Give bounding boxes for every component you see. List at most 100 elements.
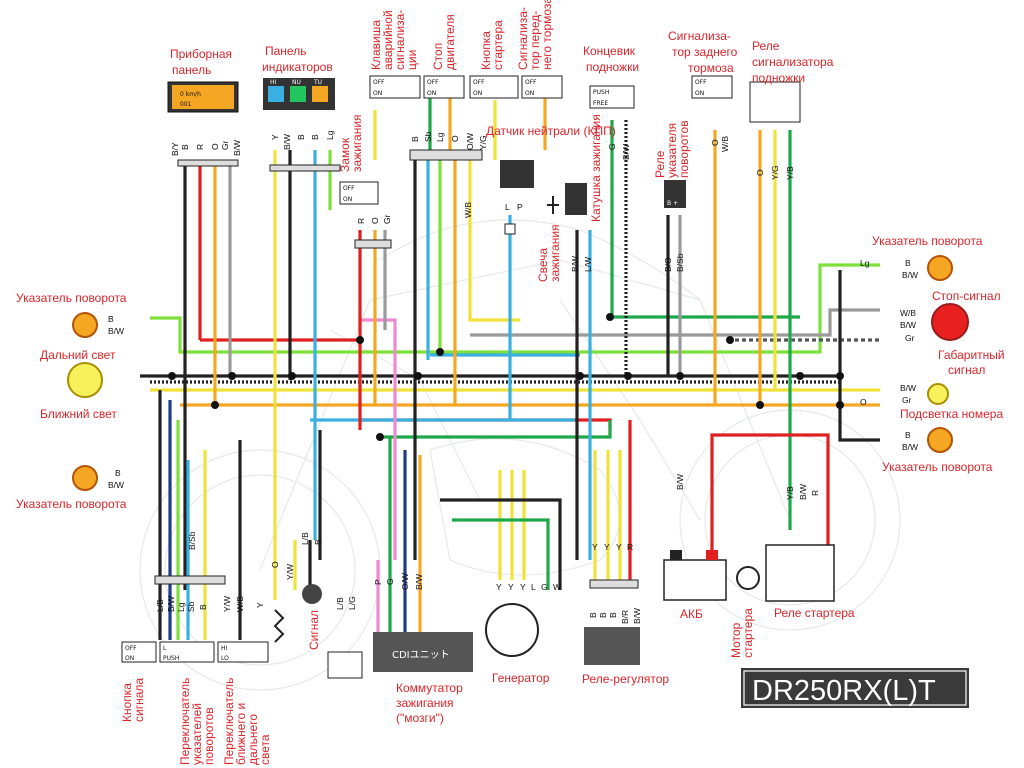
svg-text:Y: Y <box>520 582 526 592</box>
starter-motor-icon <box>736 566 760 590</box>
junctions <box>168 313 844 441</box>
svg-text:W/B: W/B <box>235 596 245 612</box>
lamps <box>67 255 969 491</box>
svg-text:Сигнализа-: Сигнализа- <box>668 29 731 43</box>
svg-text:W: W <box>553 582 561 592</box>
svg-text:Генератор: Генератор <box>492 671 550 685</box>
svg-text:OFF: OFF <box>427 79 439 86</box>
svg-text:W/B: W/B <box>900 308 916 318</box>
svg-text:B/W: B/W <box>900 320 916 330</box>
svg-text:FREE: FREE <box>593 100 608 107</box>
svg-text:OFF: OFF <box>373 79 385 86</box>
svg-text:R: R <box>627 542 633 552</box>
svg-text:P: P <box>373 579 383 585</box>
svg-text:L: L <box>505 202 510 212</box>
svg-text:Реле-регулятор: Реле-регулятор <box>582 672 669 686</box>
svg-text:Дальний свет: Дальний свет <box>40 348 116 362</box>
svg-text:PUSH: PUSH <box>163 655 179 662</box>
svg-text:LO: LO <box>221 655 229 662</box>
svg-text:Мотор: Мотор <box>729 622 743 658</box>
svg-text:B/R: B/R <box>620 610 630 624</box>
svg-text:R: R <box>810 490 820 496</box>
svg-text:Y: Y <box>604 542 610 552</box>
svg-text:Реле: Реле <box>752 39 780 53</box>
svg-text:Кнопка: Кнопка <box>479 31 493 70</box>
svg-text:него тормоза: него тормоза <box>540 0 554 70</box>
svg-text:L: L <box>531 582 536 592</box>
svg-text:двигателя: двигателя <box>443 14 457 70</box>
svg-text:Реле: Реле <box>653 150 667 178</box>
svg-text:указателя: указателя <box>665 123 679 178</box>
svg-text:тор перед-: тор перед- <box>528 11 542 70</box>
svg-text:L: L <box>163 645 167 652</box>
power-components: CDIユニット <box>273 544 835 679</box>
svg-text:B/W: B/W <box>621 144 631 160</box>
svg-text:B/W: B/W <box>166 596 176 612</box>
switch-state-labels: OFF ON OFF ON OFF ON OFF ON OFF ON OFF O… <box>125 79 707 662</box>
svg-text:B/W: B/W <box>414 574 424 590</box>
svg-text:стартера: стартера <box>741 608 755 658</box>
svg-text:B/W: B/W <box>798 484 808 500</box>
svg-text:Gr: Gr <box>382 214 392 224</box>
svg-text:B: B <box>588 612 598 618</box>
svg-text:зажигания: зажигания <box>548 224 562 282</box>
svg-text:указателей: указателей <box>190 703 204 765</box>
svg-text:Коммутатор: Коммутатор <box>396 681 463 695</box>
model-title: DR250RX(L)T <box>741 668 969 708</box>
svg-text:Y: Y <box>616 542 622 552</box>
svg-text:сигнала: сигнала <box>132 678 146 722</box>
svg-text:тор заднего: тор заднего <box>672 45 738 59</box>
svg-text:B/W: B/W <box>108 326 124 336</box>
svg-text:ближнего и: ближнего и <box>234 703 248 765</box>
svg-text:B/W: B/W <box>900 383 916 393</box>
svg-text:тормоза: тормоза <box>688 61 734 75</box>
svg-text:Указатель поворота: Указатель поворота <box>16 291 127 305</box>
svg-text:B: B <box>608 612 618 618</box>
svg-text:Y: Y <box>508 582 514 592</box>
svg-text:O: O <box>210 143 220 150</box>
svg-text:B: B <box>410 136 420 142</box>
svg-text:Lg: Lg <box>860 258 870 268</box>
svg-text:Подсветка номера: Подсветка номера <box>900 407 1003 421</box>
svg-text:Концевик: Концевик <box>583 44 636 58</box>
svg-text:Указатель поворота: Указатель поворота <box>872 234 983 248</box>
svg-text:B/W: B/W <box>232 140 242 156</box>
svg-text:Gr: Gr <box>905 333 915 343</box>
svg-text:B: B <box>296 134 306 140</box>
svg-text:ON: ON <box>125 655 134 662</box>
svg-text:Y: Y <box>255 602 265 608</box>
svg-text:B/W: B/W <box>632 608 642 624</box>
svg-text:поворотов: поворотов <box>202 707 216 765</box>
svg-text:B: B <box>313 539 323 545</box>
svg-text:Переключатель: Переключатель <box>178 678 192 765</box>
svg-text:B: B <box>115 468 121 478</box>
svg-text:Указатель поворота: Указатель поворота <box>16 497 127 511</box>
svg-text:Переключатель: Переключатель <box>222 678 236 765</box>
svg-text:Клавиша: Клавиша <box>369 20 383 70</box>
turn-signal-front-left-icon <box>72 312 98 338</box>
svg-text:Сигнализа-: Сигнализа- <box>516 7 530 70</box>
svg-text:P: P <box>517 202 523 212</box>
svg-text:Реле стартера: Реле стартера <box>774 606 855 620</box>
svg-text:Указатель поворота: Указатель поворота <box>882 460 993 474</box>
headlight-icon <box>67 362 103 398</box>
svg-text:света: света <box>258 734 272 765</box>
svg-text:дальнего: дальнего <box>246 714 260 765</box>
svg-text:O/W: O/W <box>465 133 475 150</box>
svg-text:W/B: W/B <box>463 202 473 218</box>
svg-text:ON: ON <box>695 90 704 97</box>
svg-text:стартера: стартера <box>491 20 505 70</box>
svg-text:Sb: Sb <box>423 131 433 142</box>
svg-text:L/B: L/B <box>300 532 310 545</box>
svg-text:G: G <box>541 582 548 592</box>
svg-text:G: G <box>385 578 395 585</box>
turn-signal-rear-right-icon <box>927 427 953 453</box>
svg-text:Y: Y <box>592 542 598 552</box>
tail-light-icon <box>931 303 969 341</box>
svg-text:Lg: Lg <box>325 130 335 140</box>
top-switches <box>121 75 801 663</box>
svg-text:Y/W: Y/W <box>222 596 232 612</box>
svg-text:O: O <box>710 139 720 146</box>
svg-text:панель: панель <box>172 63 211 77</box>
